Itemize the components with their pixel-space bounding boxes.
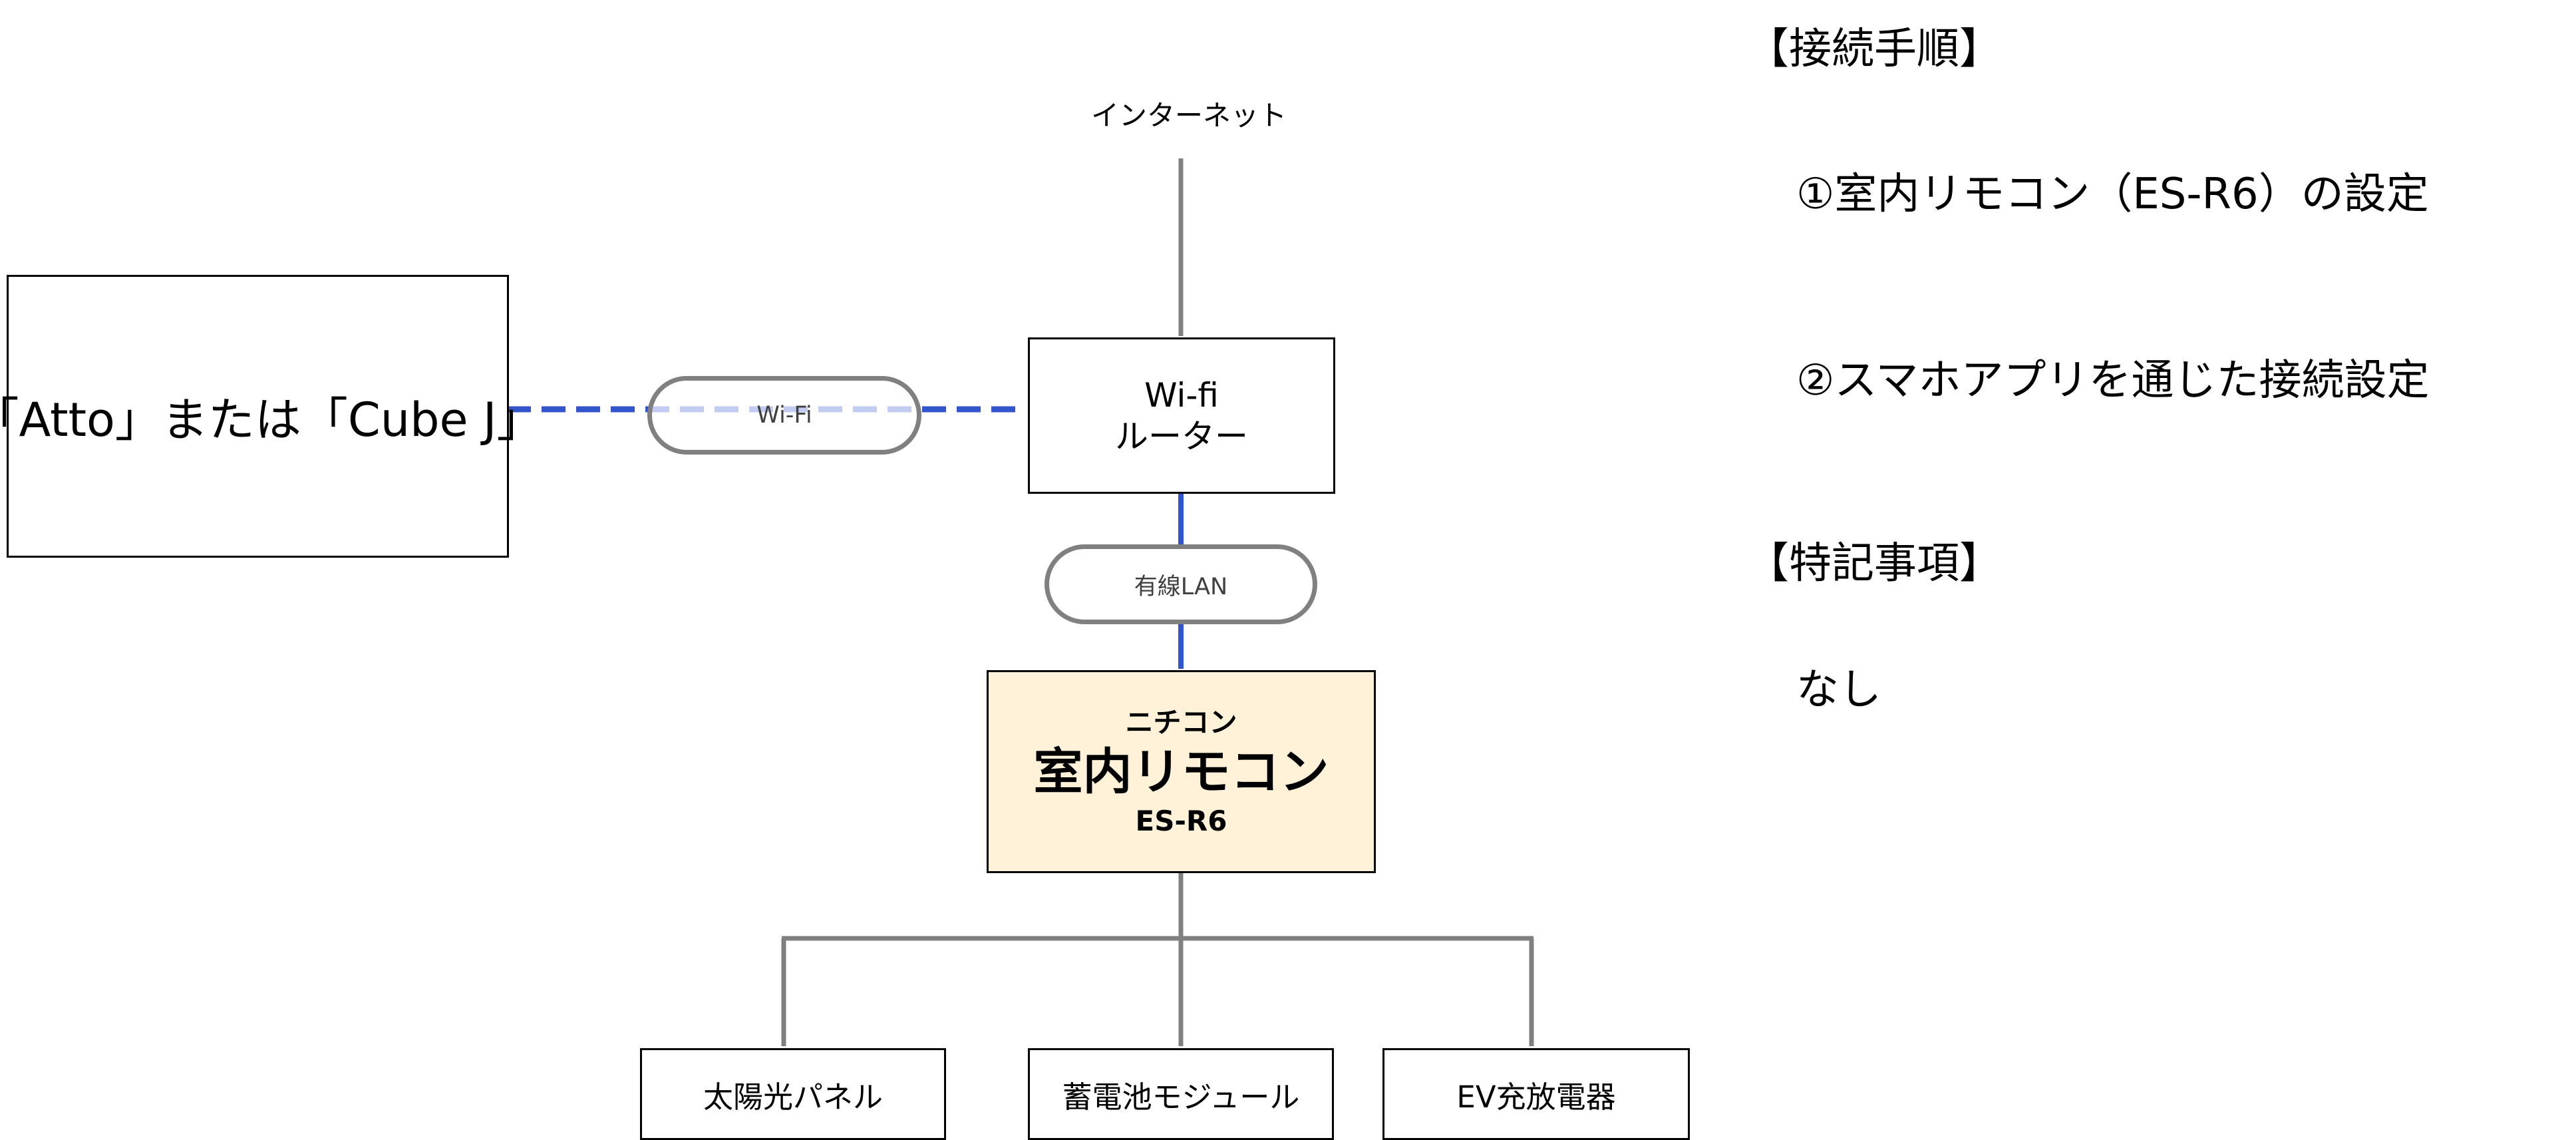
main-device-model: ES-R6 [1135,804,1227,837]
wifi-link-label: Wi-Fi [756,402,812,429]
internet-label: インターネット [1091,99,1287,132]
device-box-solar: 太陽光パネル [640,1048,946,1140]
device-label-ev: EV充放電器 [1456,1079,1616,1115]
procedure-heading: 【接続手順】 [1746,25,2002,74]
client-app-box: 「Atto」または「Cube J」 [0,275,544,558]
device-box-ev: EV充放電器 [1382,1048,1690,1140]
main-device-maker: ニチコン [1125,705,1237,739]
main-device-box: ニチコン 室内リモコン ES-R6 [987,670,1376,873]
procedure-step-1: ①室内リモコン（ES-R6）の設定 [1796,170,2429,219]
wired-lan-badge: 有線LAN [1045,544,1317,624]
device-label-solar: 太陽光パネル [703,1079,883,1115]
client-app-label: 「Atto」または「Cube J」 [0,393,544,447]
router-label-line2: ルーター [1115,417,1248,456]
remarks-heading: 【特記事項】 [1746,539,2002,588]
main-device-name: 室内リモコン [1033,743,1329,801]
procedure-step-2: ②スマホアプリを通じた接続設定 [1796,356,2430,405]
wired-lan-label: 有線LAN [1134,573,1228,600]
router-label-line1: Wi-fi [1144,375,1219,415]
router-box: Wi-fi ルーター [1028,337,1335,494]
wifi-link-badge: Wi-Fi [647,376,921,455]
device-box-battery: 蓄電池モジュール [1028,1048,1334,1140]
device-label-battery: 蓄電池モジュール [1062,1079,1300,1115]
remarks-text: なし [1796,665,1881,715]
